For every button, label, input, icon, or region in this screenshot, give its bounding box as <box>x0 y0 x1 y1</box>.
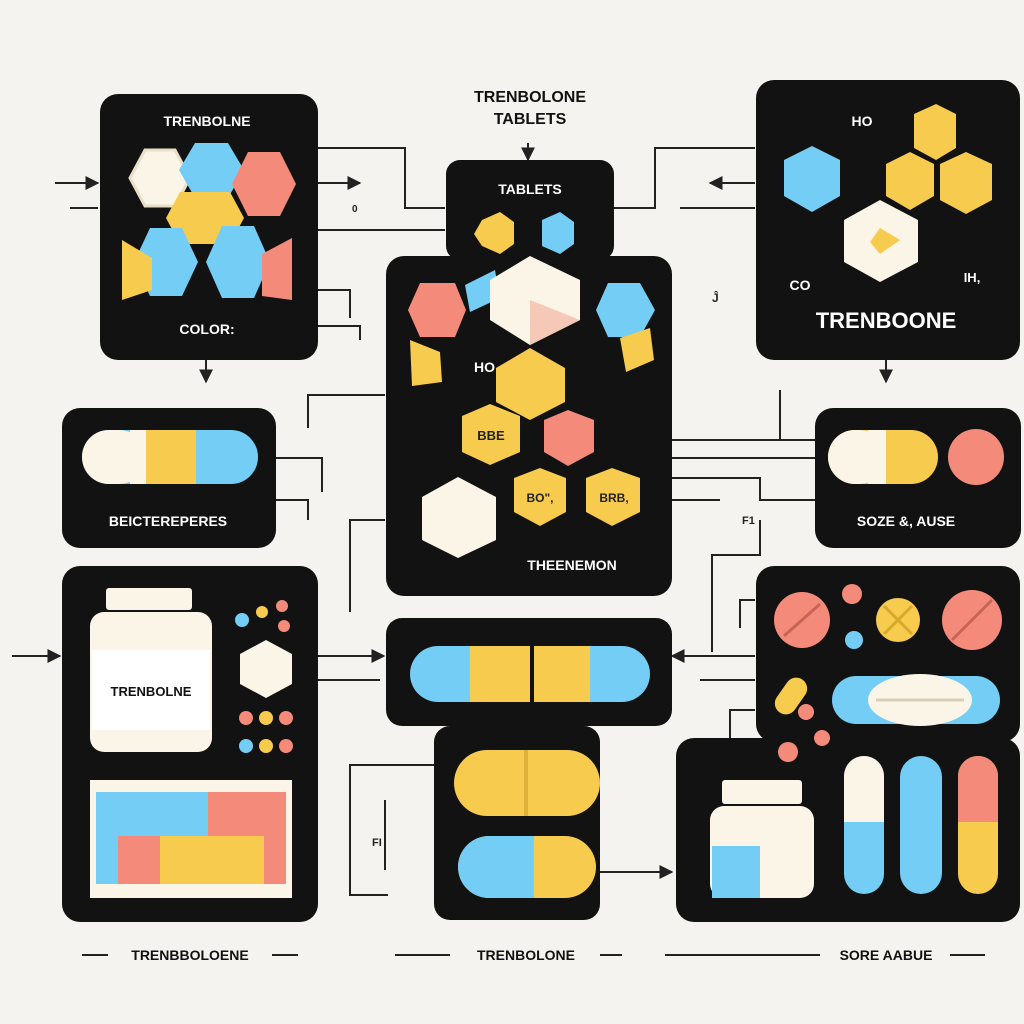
hexagon-yellow <box>514 468 566 526</box>
panel-top-left-caption: COLOR: <box>179 321 234 337</box>
label-brb: BRB, <box>599 491 628 505</box>
label-bo: BO", <box>526 491 553 505</box>
hexagon-blue <box>206 226 270 298</box>
hexagon-yellow <box>886 152 934 210</box>
tablet-icon <box>948 429 1004 485</box>
panel-mid-right-caption: SOZE &, AUSE <box>857 513 955 529</box>
label-bbe: BBE <box>477 428 505 443</box>
panel-top-right-title: TRENBOONE <box>816 308 957 333</box>
label-ih: IH, <box>964 270 981 285</box>
bottle-cap <box>106 588 192 610</box>
hexagon-blue <box>596 283 655 337</box>
hexagon-blue <box>784 146 840 212</box>
label-co: CO <box>790 277 811 293</box>
panel-center-caption: THEENEMON <box>527 557 616 573</box>
cube-cream <box>422 477 496 558</box>
bottle-label-text: TRENBOLNE <box>111 684 192 699</box>
hexagon-pink <box>262 238 292 300</box>
footer-label-left: TRENBBOLOENE <box>131 947 248 963</box>
panel-center-top-title: TABLETS <box>498 181 562 197</box>
hexagon-yellow <box>940 152 992 214</box>
panel-mid-left-caption: BEICTEREPERES <box>109 513 227 529</box>
panel-top-left: TRENBOLNE COLOR: <box>100 94 318 360</box>
hexagon-blue <box>179 143 244 198</box>
stray-mark: FI <box>372 837 382 849</box>
hexagon-pink <box>408 283 466 337</box>
footer-label-center: TRENBOLONE <box>477 947 575 963</box>
bottle-label <box>92 650 210 730</box>
stray-mark: F1 <box>742 515 755 527</box>
footer-label-right: SORE AABUE <box>840 947 933 963</box>
label-ho-right: HO <box>852 113 873 129</box>
header-title-line1: TRENBOLONE <box>474 89 586 106</box>
hexagon-pink <box>544 410 594 466</box>
hexagon-pink <box>232 152 296 216</box>
panel-bottom-right <box>676 566 1020 922</box>
panel-bottom-left: TRENBOLNE <box>62 566 318 922</box>
hexagon-yellow <box>410 340 442 386</box>
hexagon-yellow <box>122 240 152 300</box>
hexagon-yellow <box>496 348 565 420</box>
panel-center-main: HO BBE BO", BRB, THEENEMON <box>386 256 672 596</box>
panel-center-top: TABLETS <box>446 160 614 260</box>
panel-mid-right: SOZE &, AUSE <box>815 408 1021 548</box>
hexagon-yellow <box>462 404 520 465</box>
hexagon-yellow <box>620 328 654 372</box>
hexagon-blue <box>542 212 574 254</box>
connector-lines <box>12 143 985 956</box>
header-title-line2: TABLETS <box>494 111 567 128</box>
hexagon-yellow <box>586 468 640 526</box>
label-ho: HO <box>474 359 495 375</box>
hexagon-yellow <box>914 104 956 160</box>
capsule-icon <box>900 756 942 894</box>
panel-mid-left: BEICTEREPERES <box>62 408 276 548</box>
panel-top-left-title: TRENBOLNE <box>163 113 250 129</box>
hexagon-yellow <box>474 212 514 254</box>
stray-mark: 0 <box>352 204 358 215</box>
panel-top-right: HO CO IH, TRENBOONE <box>756 80 1020 360</box>
panel-center-capsules <box>386 618 672 726</box>
jar-cap <box>722 780 802 804</box>
panel-center-bottom <box>434 726 600 920</box>
stray-mark: Ĵ <box>712 290 719 305</box>
cube-cream <box>240 640 292 698</box>
